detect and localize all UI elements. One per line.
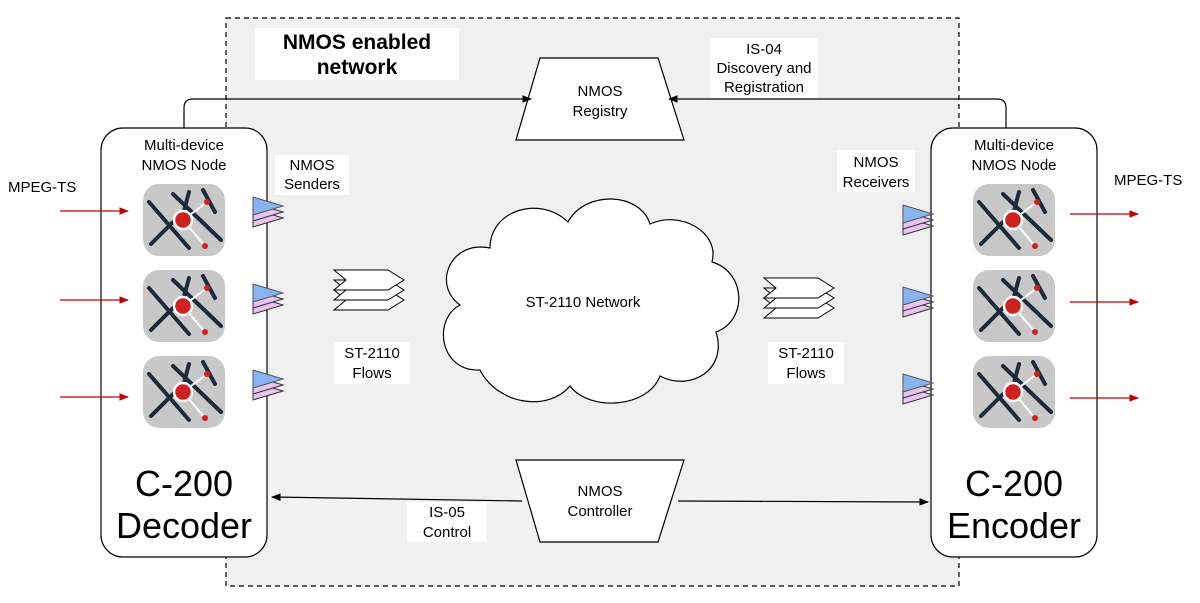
flows-left-line2: Flows (352, 365, 391, 382)
flows-right-line1: ST-2110 (778, 345, 834, 362)
registry-line1: NMOS (578, 83, 623, 100)
decoder-node-line1: Multi-device (144, 137, 224, 154)
senders-line2: Senders (284, 176, 340, 193)
nmos-controller (515, 459, 685, 543)
nmos-registry (515, 57, 685, 141)
nmos-device-icon (141, 268, 227, 344)
receivers-line1: NMOS (854, 154, 899, 171)
flow-stack-icon-left (333, 269, 405, 311)
receivers-label-box (837, 150, 915, 192)
controller-line1: NMOS (578, 483, 623, 500)
is05-line2: Control (423, 524, 471, 541)
encoder-name-line2: Encoder (947, 505, 1081, 546)
encoder-node-line1: Multi-device (974, 137, 1054, 154)
senders-label-box (275, 155, 349, 195)
nmos-device-icon (141, 182, 227, 258)
decoder-control-arrow (271, 493, 523, 502)
encoder-node-line2: NMOS Node (971, 157, 1056, 174)
nmos-device-icon (971, 354, 1057, 430)
is04-line3: Registration (724, 79, 804, 96)
encoder-name-line1: C-200 (965, 463, 1063, 504)
decoder-node-line2: NMOS Node (141, 157, 226, 174)
flows-right-box (768, 342, 844, 384)
senders-line1: NMOS (290, 157, 335, 174)
network-title-box (255, 28, 459, 80)
network-title-line1: NMOS enabled (283, 31, 431, 54)
nmos-device-icon (971, 182, 1057, 258)
flows-left-box (334, 342, 410, 384)
flows-right-line2: Flows (786, 365, 825, 382)
flows-left-line1: ST-2110 (344, 345, 400, 362)
is05-line1: IS-05 (429, 504, 465, 521)
cloud-label: ST-2110 Network (526, 294, 641, 311)
decoder-name-line1: C-200 (135, 463, 233, 504)
encoder-registration-arrow (668, 95, 1007, 128)
controller-line2: Controller (567, 503, 632, 520)
st2110-network-cloud (442, 198, 740, 404)
is04-label-box (710, 38, 818, 98)
is05-label-box (407, 502, 487, 542)
decoder-io-label: MPEG-TS (8, 179, 76, 196)
is04-line1: IS-04 (746, 41, 782, 58)
encoder-node: Multi-device NMOS Node C-200 Encoder (930, 127, 1098, 558)
network-title-line2: network (317, 56, 398, 79)
decoder-registration-arrow (183, 95, 532, 128)
nmos-device-icon (971, 268, 1057, 344)
encoder-control-arrow (677, 498, 929, 506)
is04-line2: Discovery and (716, 60, 811, 77)
registry-line2: Registry (572, 103, 628, 120)
decoder-node: Multi-device NMOS Node C-200 Decoder (100, 127, 268, 558)
decoder-name-line2: Decoder (116, 505, 252, 546)
nmos-device-icon (141, 354, 227, 430)
receivers-line2: Receivers (843, 174, 910, 191)
flow-stack-icon-right (763, 277, 835, 319)
encoder-io-label: MPEG-TS (1114, 172, 1182, 189)
